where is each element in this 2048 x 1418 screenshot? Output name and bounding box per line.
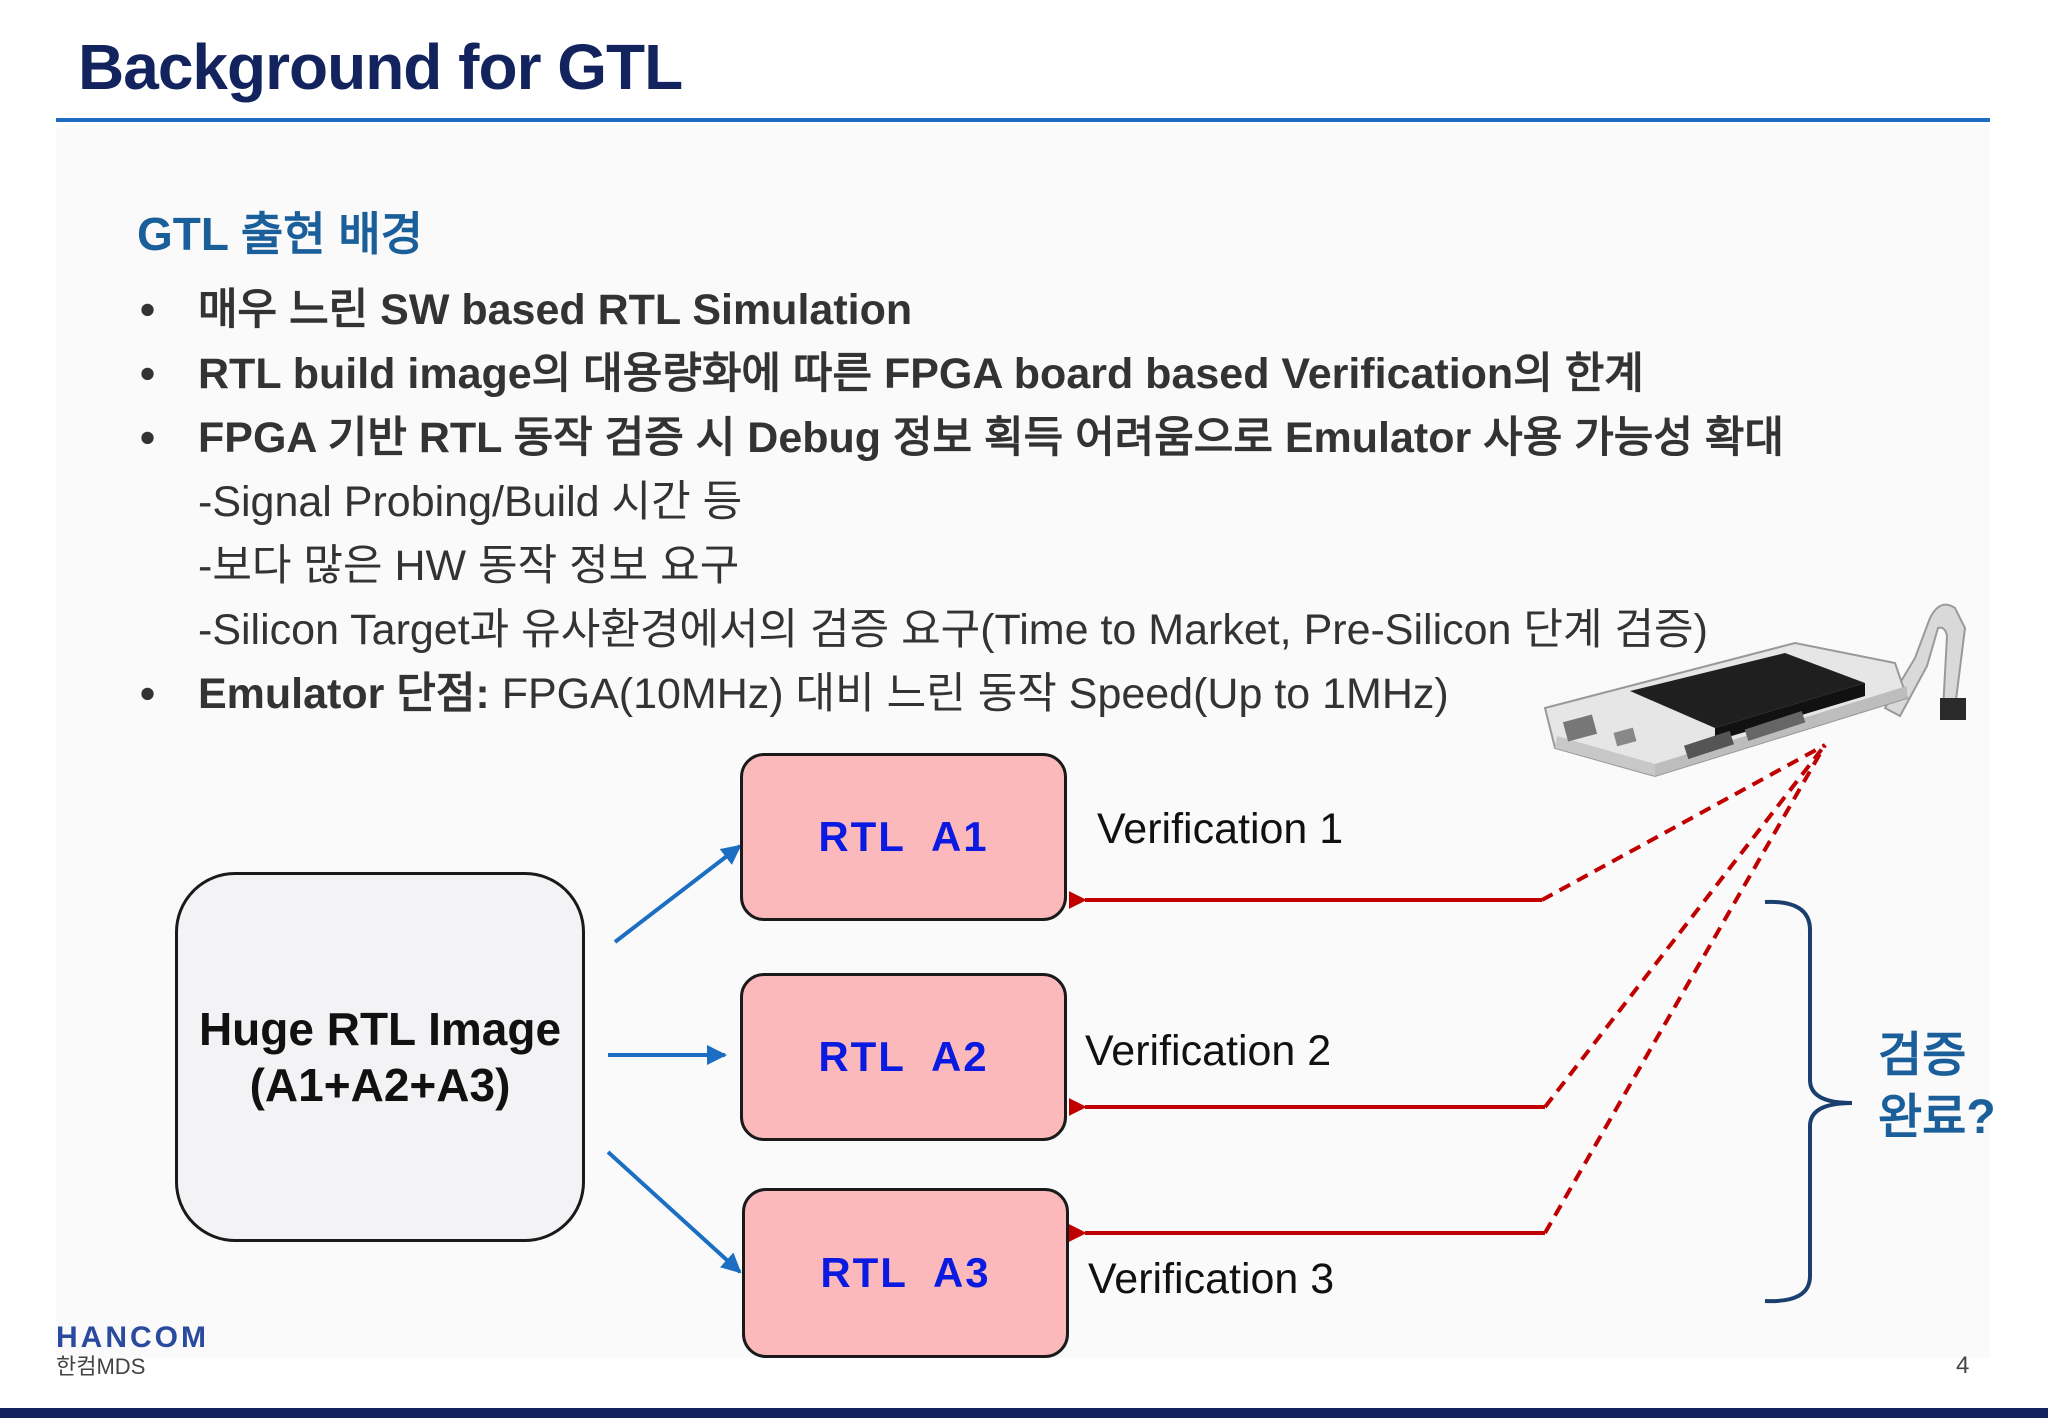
bullet-text: RTL build image의 대용량화에 따른 FPGA board bas…	[198, 350, 1644, 398]
verification-2-label: Verification 2	[1085, 1027, 1332, 1075]
verification-1-label: Verification 1	[1097, 805, 1344, 853]
sub-bullet-item: -Signal Probing/Build 시간 등	[140, 470, 1784, 534]
bullet-marker: •	[140, 286, 156, 334]
rtl-box-label: RTL A3	[820, 1249, 991, 1296]
bullet-marker: •	[140, 350, 156, 398]
sub-bullet-text: -보다 많은 HW 동작 정보 요구	[198, 542, 740, 590]
sub-bullet-item: -Silicon Target과 유사환경에서의 검증 요구(Time to M…	[140, 598, 1784, 662]
bullet-text: FPGA 기반 RTL 동작 검증 시 Debug 정보 획득 어려움으로 Em…	[198, 414, 1784, 462]
emulator-link-1	[1541, 743, 1826, 902]
result-line2: 완료?	[1878, 1091, 1996, 1144]
rtl-a1-box: RTL A1	[740, 753, 1067, 921]
emulator-link-3	[1543, 744, 1827, 1234]
bullet-text-bold: Emulator 단점:	[198, 670, 490, 718]
rtl-a3-box: RTL A3	[742, 1188, 1069, 1358]
split-arrow-a1	[613, 844, 742, 944]
emulator-device-image	[1543, 603, 1967, 778]
title-divider	[56, 118, 1990, 122]
emulator-link-2	[1543, 743, 1827, 1109]
slide-title: Background for GTL	[78, 31, 683, 103]
logo-sub: 한컴MDS	[56, 1354, 146, 1379]
logo-name: HANCOM	[56, 1321, 209, 1354]
bullet-text: FPGA(10MHz) 대비 느린 동작 Speed(Up to 1MHz)	[489, 670, 1449, 718]
page-number: 4	[1956, 1352, 1970, 1379]
bullet-list: • 매우 느린 SW based RTL Simulation • RTL buil…	[140, 278, 1784, 726]
rtl-a2-box: RTL A2	[740, 973, 1067, 1141]
bullet-text: 매우 느린 SW based RTL Simulation	[198, 286, 913, 334]
sub-bullet-item: -보다 많은 HW 동작 정보 요구	[140, 534, 1784, 598]
verification-3-label: Verification 3	[1088, 1255, 1335, 1303]
huge-rtl-image-box: Huge RTL Image (A1+A2+A3)	[175, 872, 585, 1242]
bullet-item: • 매우 느린 SW based RTL Simulation	[140, 278, 1784, 342]
bullet-item: • RTL build image의 대용량화에 따른 FPGA board ba…	[140, 342, 1784, 406]
rtl-box-label: RTL A2	[818, 1033, 989, 1080]
section-subtitle: GTL 출현 배경	[137, 208, 423, 260]
hancom-logo: HANCOM 한컴MDS	[56, 1322, 209, 1380]
verification-complete-question: 검증 완료?	[1878, 1025, 1996, 1149]
sub-bullet-text: -Signal Probing/Build 시간 등	[198, 478, 743, 526]
bullet-marker: •	[140, 670, 156, 718]
split-arrow-a3	[606, 1150, 742, 1274]
rtl-box-label: RTL A1	[818, 813, 989, 860]
source-box-line2: (A1+A2+A3)	[249, 1059, 511, 1111]
source-box-line1: Huge RTL Image	[198, 1003, 562, 1055]
bullet-item: • FPGA 기반 RTL 동작 검증 시 Debug 정보 획득 어려움으로 E…	[140, 406, 1784, 470]
sub-bullet-text: -Silicon Target과 유사환경에서의 검증 요구(Time to M…	[198, 606, 1708, 654]
footer-bar	[0, 1408, 2048, 1418]
bullet-item: • Emulator 단점: FPGA(10MHz) 대비 느린 동작 Speed…	[140, 662, 1784, 726]
result-line1: 검증	[1878, 1029, 1967, 1082]
bullet-marker: •	[140, 414, 156, 462]
grouping-brace	[1764, 899, 1853, 1304]
